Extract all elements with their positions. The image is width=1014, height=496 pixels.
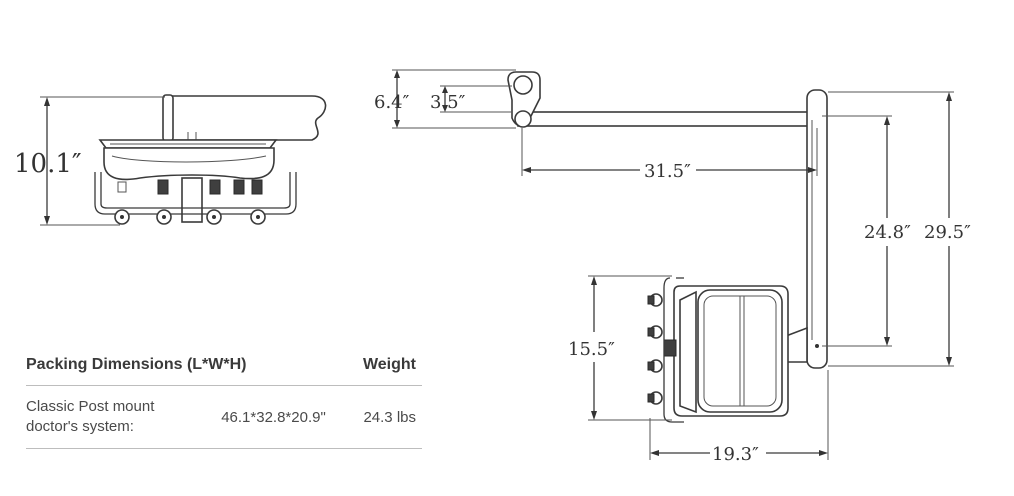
front-arm-collar [162, 94, 174, 142]
row-name-line1: Classic Post mount [26, 398, 155, 415]
arm-height-outer-label: 6.4″ [374, 92, 410, 113]
header-weight: Weight [362, 356, 416, 373]
front-arm-tube [164, 95, 327, 141]
front-knobs [114, 209, 266, 225]
row-name-line2: doctor's system: [26, 418, 134, 435]
panel-connector [663, 339, 677, 357]
holder [157, 179, 169, 195]
arm-length-label: 31.5″ [644, 161, 691, 182]
panel-bracket [785, 326, 808, 363]
front-console-body [103, 147, 275, 181]
front-post [181, 177, 203, 223]
post-lower-label: 24.8″ [864, 222, 911, 243]
packing-table: Packing Dimensions (L*W*H) Weight Classi… [26, 345, 422, 449]
holder [209, 179, 221, 195]
front-view: 10.1″ [14, 94, 327, 226]
front-instrument-holders [117, 179, 263, 195]
post-total-label: 29.5″ [924, 222, 971, 243]
row-weight: 24.3 lbs [363, 408, 416, 426]
panel-height-label: 15.5″ [568, 339, 615, 360]
arm-height-inner-label: 3.5″ [430, 92, 466, 113]
top-view: 6.4″ 3.5″ 31.5″ 24.8″ 29.5″ 15.5″ [374, 69, 971, 465]
holder [251, 179, 263, 195]
row-product-name: Classic Post mount doctor's system: [26, 397, 196, 437]
header-packing-dimensions: Packing Dimensions (L*W*H) [26, 356, 247, 373]
panel-reach-label: 19.3″ [712, 444, 759, 465]
top-arm [517, 111, 815, 127]
panel-knobs [647, 293, 663, 405]
pivot-joint-icon [513, 75, 533, 95]
table-row: Classic Post mount doctor's system: 46.1… [26, 386, 422, 449]
table-header: Packing Dimensions (L*W*H) Weight [26, 345, 422, 386]
holder [233, 179, 245, 195]
row-dimensions: 46.1*32.8*20.9" [221, 408, 326, 426]
front-height-label: 10.1″ [14, 149, 82, 179]
